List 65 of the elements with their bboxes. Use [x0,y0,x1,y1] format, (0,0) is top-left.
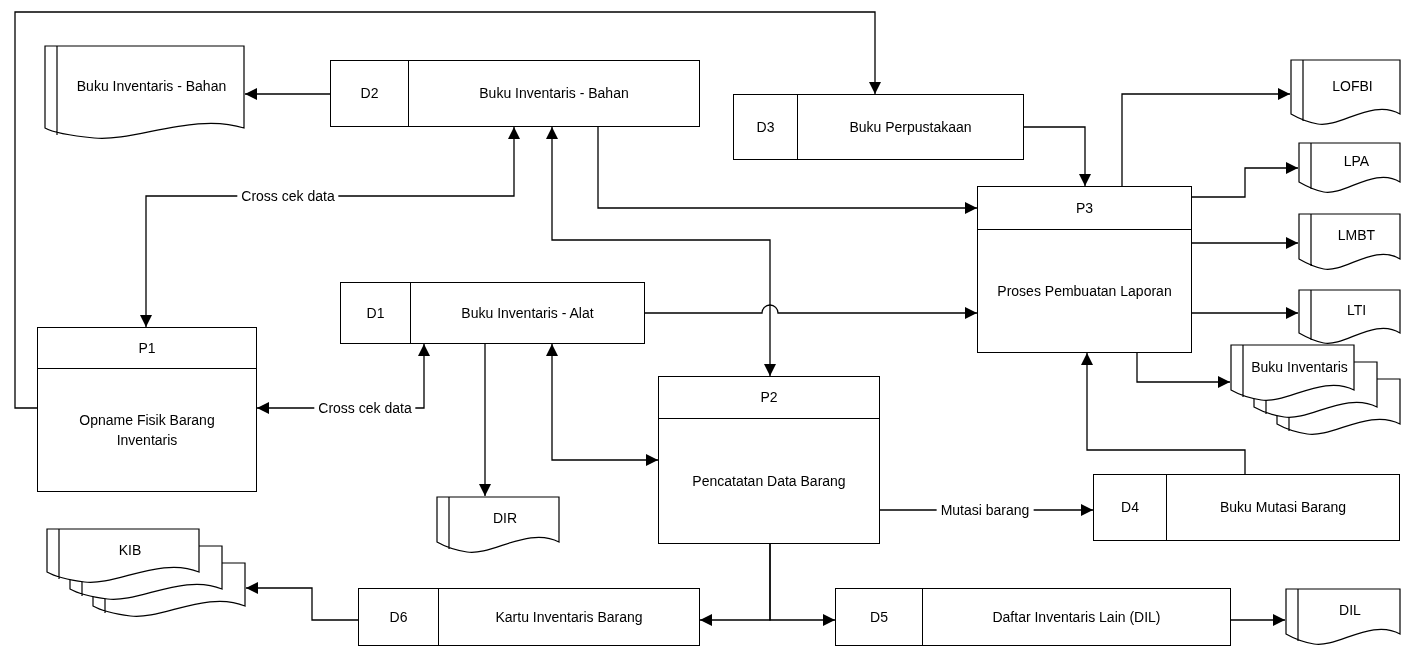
arrow [1191,162,1299,198]
arrow [479,343,491,497]
process-id: P3 [1075,198,1094,218]
arrow [769,543,836,626]
store-name: Daftar Inventaris Lain (DIL) [992,607,1161,627]
document-shape [1298,289,1401,345]
arrow [597,126,978,214]
arrow [546,343,659,466]
arrow [1136,352,1231,388]
document-shape [1298,142,1401,194]
store-id: D2 [360,84,379,103]
data-store [340,282,645,344]
arrow [546,126,776,377]
store-name: Buku Mutasi Barang [1219,498,1347,517]
arrow [1081,352,1246,475]
data-store [330,60,700,127]
process-name: Proses Pembuatan Laporan [997,281,1172,301]
arrow [245,582,359,621]
document-label: KIB [118,542,142,560]
store-name: Kartu Inventaris Barang [495,607,643,627]
document-shape [1290,59,1401,126]
process-id: P1 [138,338,156,358]
document-label: LMBT [1337,227,1376,245]
store-name: Buku Perpustakaan [849,117,972,137]
process-name: Opname Fisik Barang Inventaris [78,410,216,450]
process-id: P2 [760,388,778,407]
arrow [644,304,978,319]
process-box [977,186,1192,353]
document-label: LTI [1346,302,1367,320]
data-store [358,588,700,646]
document-label: LPA [1343,153,1370,171]
process-name: Pencatatan Data Barang [692,471,846,491]
document-label: LOFBI [1332,77,1373,96]
multi-document-shape [1230,344,1401,436]
arrow [14,11,881,409]
store-id: D5 [870,607,888,627]
data-store [733,94,1024,160]
data-store [1093,474,1400,541]
arrow [1191,237,1299,249]
process-box [37,327,257,492]
document-label: Buku Inventaris [1251,359,1348,377]
store-id: D4 [1121,498,1139,517]
process-box [658,376,880,544]
document-shape [44,45,245,140]
document-label: DIL [1339,602,1361,620]
document-shape [1285,588,1401,646]
store-name: Buku Inventaris - Bahan [479,84,629,103]
document-label: Buku Inventaris - Bahan [76,77,227,96]
store-id: D6 [389,607,408,627]
edge-label: Cross cek data [314,401,416,415]
edge-label: Cross cek data [237,189,339,203]
arrow [1121,88,1291,187]
edge-label: Mutasi barang [936,503,1034,517]
document-shape [1298,213,1401,271]
store-id: D1 [366,303,385,323]
arrow [1023,126,1091,187]
document-shape [436,496,560,554]
multi-document-shape [46,528,246,618]
document-label: DIR [492,510,518,528]
store-id: D3 [756,117,775,137]
data-store [835,588,1231,646]
arrow [244,88,331,100]
store-name: Buku Inventaris - Alat [461,303,594,323]
arrow [1230,614,1286,626]
arrow [1191,307,1299,319]
